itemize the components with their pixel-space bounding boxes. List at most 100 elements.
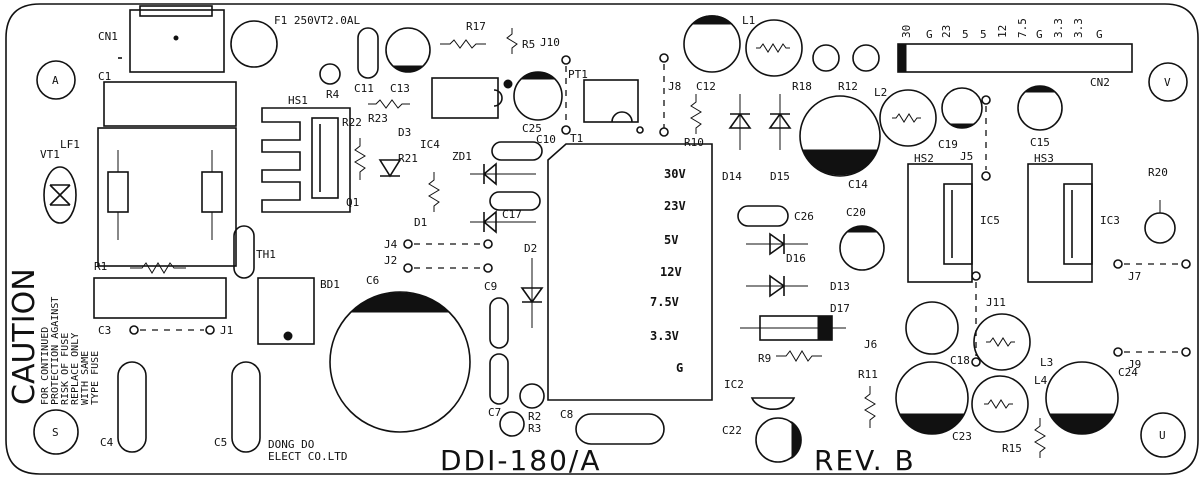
resistor-r10 [690, 94, 702, 134]
regulator-ic2 [750, 397, 796, 410]
resistor-r22 [354, 138, 366, 180]
mount-hole-bottom-right: U [1140, 412, 1186, 458]
board-outline [5, 3, 1199, 475]
component-r18: R18 [792, 44, 840, 93]
svg-text:WITH SAME: WITH SAME [80, 351, 91, 405]
svg-text:FOR CONTINUED: FOR CONTINUED [40, 327, 51, 405]
svg-text:BD1: BD1 [320, 278, 340, 291]
svg-text:5V: 5V [664, 233, 678, 247]
label-j6: J6 [864, 338, 877, 351]
svg-text:C10: C10 [536, 133, 556, 146]
svg-text:HS1: HS1 [288, 94, 308, 107]
component-pt1: PT1 [568, 68, 644, 134]
capacitor-c14: C14 [799, 95, 881, 191]
fuse-f1: F1 250VT2.0AL [230, 14, 360, 68]
capacitor-c24: C24 [1045, 361, 1138, 435]
svg-text:30: 30 [900, 25, 913, 38]
caution-block: CAUTION FOR CONTINUED PROTECTION AGAINST… [7, 268, 101, 405]
inductor-l1: L1 [742, 14, 803, 77]
capacitor-c7-body [489, 353, 509, 405]
resistor-r11: R11 [858, 368, 878, 428]
svg-text:C13: C13 [390, 82, 410, 95]
svg-text:R22: R22 [342, 116, 362, 129]
diode-c17: C17 [470, 208, 536, 234]
svg-text:D13: D13 [830, 280, 850, 293]
jumper-j2: J2 [384, 254, 493, 273]
caution-title: CAUTION [7, 268, 42, 405]
resistor-body-r1 [93, 277, 227, 319]
connector-cn1: CN1 [98, 5, 225, 73]
component-r4 [319, 63, 341, 85]
svg-text:TYPE FUSE: TYPE FUSE [90, 351, 101, 405]
svg-text:R18: R18 [792, 80, 812, 93]
maker-line1: DONG DO [268, 438, 314, 451]
svg-text:V: V [1164, 76, 1171, 89]
capacitor-c8: C8 [560, 408, 665, 445]
svg-text:D14: D14 [722, 170, 742, 183]
mount-hole-bottom-left: S [33, 409, 79, 455]
svg-text:C24: C24 [1118, 366, 1138, 379]
label-r5: R5 [522, 38, 535, 51]
svg-text:G: G [926, 28, 933, 41]
diode-d16: D16 [746, 232, 808, 265]
svg-text:C15: C15 [1030, 136, 1050, 149]
svg-text:R4: R4 [326, 88, 340, 101]
jumper-j7: J7 [1113, 259, 1191, 283]
svg-text:3.3: 3.3 [1072, 18, 1085, 38]
svg-text:J11: J11 [986, 296, 1006, 309]
component-r12: R12 [838, 44, 880, 93]
board-revision: REV. B [814, 444, 916, 477]
varistor-vt1: VT1 [40, 148, 77, 224]
capacitor-c9: C9 [484, 280, 509, 349]
diode-d2: D2 [520, 242, 544, 328]
svg-text:R9: R9 [758, 352, 771, 365]
box-notch [493, 89, 503, 107]
capacitor-c20: C20 [839, 206, 885, 271]
svg-text:L2: L2 [874, 86, 887, 99]
svg-text:12V: 12V [660, 265, 682, 279]
svg-text:5: 5 [962, 28, 969, 41]
thermistor-th1: TH1 [233, 225, 276, 279]
svg-text:C12: C12 [696, 80, 716, 93]
svg-text:G: G [676, 361, 683, 375]
capacitor-c19: C19 [938, 87, 983, 151]
diode-d1: D1 [414, 162, 541, 229]
capacitor-c5: C5 [214, 361, 261, 453]
diode-d15: D15 [768, 94, 792, 183]
transformer-t1: T1 [547, 132, 713, 401]
svg-text:R1: R1 [94, 260, 107, 273]
svg-text:U: U [1159, 429, 1166, 442]
svg-text:C23: C23 [952, 430, 972, 443]
capacitor-c1: C1 [98, 70, 237, 127]
svg-text:ZD1: ZD1 [452, 150, 472, 163]
mount-hole-top-right: V [1148, 62, 1188, 102]
svg-text:LF1: LF1 [60, 138, 80, 151]
label-ic2: IC2 [724, 378, 744, 391]
svg-text:J7: J7 [1128, 270, 1141, 283]
svg-text:Q1: Q1 [346, 196, 359, 209]
capacitor-c23: C23 [895, 361, 972, 443]
svg-text:J8: J8 [668, 80, 681, 93]
svg-text:D15: D15 [770, 170, 790, 183]
svg-text:7.5: 7.5 [1016, 18, 1029, 38]
svg-text:HS3: HS3 [1034, 152, 1054, 165]
resistor-r1: R1 [94, 260, 186, 274]
svg-text:D16: D16 [786, 252, 806, 265]
svg-text:5: 5 [980, 28, 987, 41]
label-r10: R10 [684, 136, 704, 149]
svg-text:C26: C26 [794, 210, 814, 223]
diode-d17: D17 [740, 302, 850, 341]
svg-text:C11: C11 [354, 82, 374, 95]
jumper-j8: J8 [659, 53, 681, 137]
board-model: DDI-180/A [440, 444, 602, 477]
heatsink-hs3: HS3 IC3 [1027, 152, 1120, 283]
heatsink-hs2: HS2 IC5 [907, 152, 1000, 283]
resistor-r5 [506, 28, 518, 54]
capacitor-c12: C12 [683, 15, 741, 93]
inductor-l2: L2 [874, 86, 937, 147]
svg-text:R21: R21 [398, 152, 418, 165]
diode-d13: D13 [746, 274, 850, 298]
output-voltage-list: 30V 23V 5V 12V 7.5V 3.3V G [650, 167, 686, 375]
svg-text:R3: R3 [528, 422, 541, 435]
svg-text:3.3: 3.3 [1052, 18, 1065, 38]
